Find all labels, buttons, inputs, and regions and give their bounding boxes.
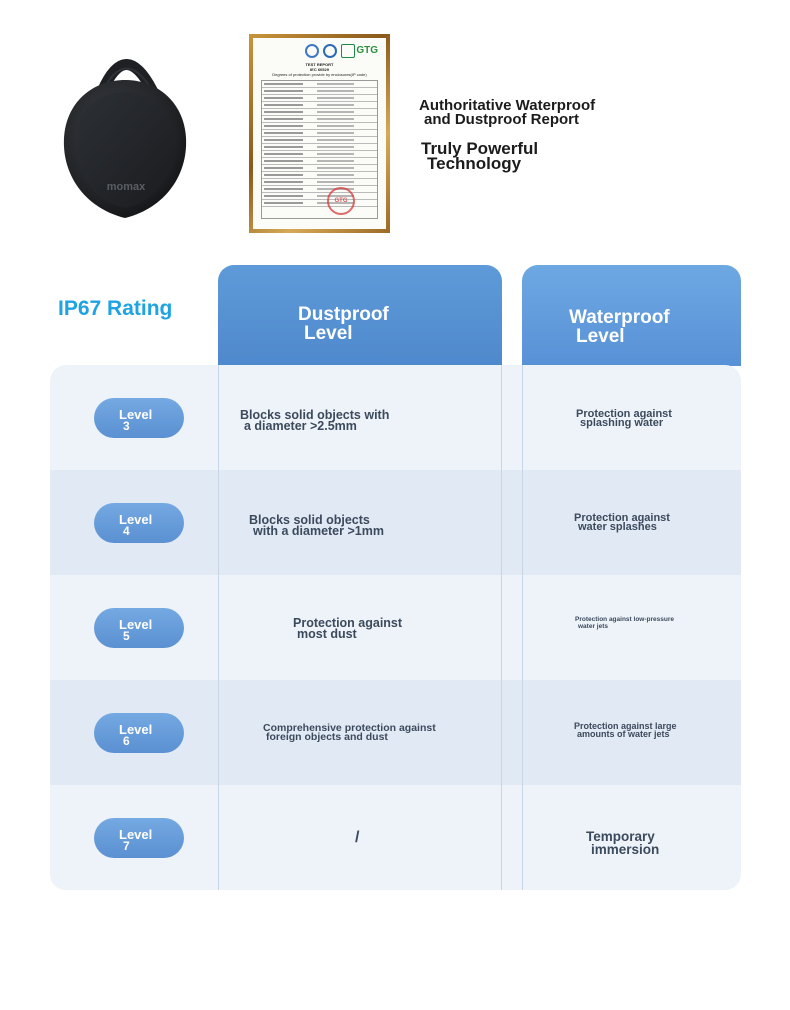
level-badge: Level 4: [94, 503, 184, 543]
testing-logo-icon: [341, 44, 355, 58]
certificate-subtitle: Degrees of protection provide by enclosu…: [272, 72, 367, 77]
report-headline-line1: Authoritative Waterproof: [419, 97, 596, 114]
water-description: Protection against water splashes: [574, 512, 670, 533]
report-headline: Authoritative Waterproof and Dustproof R…: [419, 97, 659, 128]
report-headline-line2: and Dustproof Report: [424, 111, 579, 128]
waterproof-header-line2: Level: [576, 326, 625, 347]
cnas-logo-icon: [323, 44, 337, 58]
table-row: Level 6 Comprehensive protection against…: [50, 680, 741, 785]
water-description: Protection against large amounts of wate…: [574, 721, 677, 739]
level-badge: Level 5: [94, 608, 184, 648]
table-row: Level 7 / Temporary immersion: [50, 785, 741, 890]
table-row: Level 5 Protection against most dust Pro…: [50, 575, 741, 680]
level-badge: Level 6: [94, 713, 184, 753]
certificate-body-table: [261, 80, 378, 219]
gtg-logo: GTG: [356, 45, 378, 56]
dustproof-column-header: Dustproof Level: [218, 265, 502, 366]
column-divider: [501, 365, 502, 890]
dustproof-header-line2: Level: [304, 323, 353, 344]
technology-headline-line1: Truly Powerful: [421, 139, 539, 158]
certificate-stamp: GTG: [327, 187, 355, 215]
table-row: Level 4 Blocks solid objects with a diam…: [50, 470, 741, 575]
water-description: Temporary immersion: [586, 829, 660, 857]
certificate-standard: IEC 60529: [310, 67, 329, 72]
column-divider: [218, 365, 219, 890]
dustproof-header-line1: Dustproof: [298, 304, 389, 325]
level-badge: Level 7: [94, 818, 184, 858]
waterproof-header-line1: Waterproof: [569, 307, 670, 328]
dust-description: /: [355, 829, 360, 846]
water-description: Protection against low-pressure water je…: [575, 616, 674, 630]
dust-description: Blocks solid objects with a diameter >2.…: [240, 408, 390, 433]
ilac-logo-icon: [305, 44, 319, 58]
waterproof-column-header: Waterproof Level: [522, 265, 741, 366]
certificate-title: TEST REPORT: [305, 62, 334, 67]
test-report-certificate: GTG TEST REPORT IEC 60529 Degrees of pro…: [249, 34, 390, 233]
technology-headline-line2: Technology: [427, 154, 522, 173]
level-badge: Level 3: [94, 398, 184, 438]
tag-brand-label: momax: [107, 181, 146, 193]
ip67-rating-title: IP67 Rating: [58, 297, 173, 320]
dust-description: Protection against most dust: [293, 616, 403, 641]
ip-rating-table: Level 3 Blocks solid objects with a diam…: [50, 365, 741, 890]
dust-description: Blocks solid objects with a diameter >1m…: [249, 513, 384, 538]
dust-description: Comprehensive protection against foreign…: [263, 722, 436, 743]
water-description: Protection against splashing water: [576, 408, 672, 429]
column-divider: [522, 365, 523, 890]
technology-headline: Truly Powerful Technology: [421, 139, 621, 173]
table-row: Level 3 Blocks solid objects with a diam…: [50, 365, 741, 470]
product-tag-image: momax: [63, 59, 187, 218]
